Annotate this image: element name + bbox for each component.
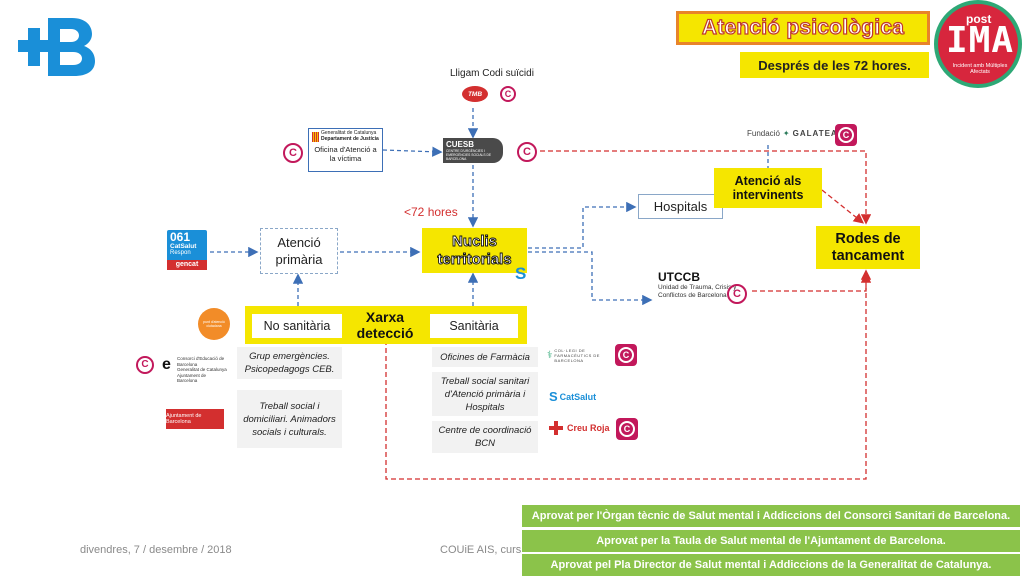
galatea-prefix: Fundació xyxy=(747,129,780,138)
badge-post-text: post xyxy=(966,12,992,26)
ajuntament-logo: Ajuntament de Barcelona xyxy=(166,409,224,429)
cuesb-logo-text: CUESB xyxy=(446,140,475,149)
edge-nuclis-utccb xyxy=(528,251,653,306)
cuesb-logo-subtext: CENTRE D'URGÈNCIES I EMERGÈNCIES SOCIALS… xyxy=(446,149,492,161)
creu-roja-text: Creu Roja xyxy=(567,423,610,433)
farmaceutics-text: COL·LEGI DE FARMACÈUTICS DE BARCELONA xyxy=(554,348,600,363)
pharmacy-cross-icon: ⚕ xyxy=(547,350,553,361)
c-logo-icon: C xyxy=(514,139,540,165)
brand-plus-b-logo xyxy=(18,18,95,76)
c-logo-icon: C xyxy=(724,281,750,307)
list-item: Treball social i domiciliari. Animadors … xyxy=(237,390,342,448)
utccb-logo: UTCCB Unidad de Trauma, Crisis y Conflic… xyxy=(658,270,738,300)
galatea-mark-icon: ✦ xyxy=(782,129,790,138)
red-cross-icon xyxy=(549,421,563,435)
edge-bottom-loop xyxy=(385,272,872,480)
atencio-intervinents-node: Atenció als intervinents xyxy=(714,168,822,208)
edge-intervinents-rodes xyxy=(821,189,865,224)
c-logo-icon: C xyxy=(835,124,857,146)
utccb-title: UTCCB xyxy=(658,270,700,284)
footer-date: divendres, 7 / desembre / 2018 xyxy=(80,544,232,556)
page-title: Atenció psicològica xyxy=(676,11,930,45)
list-item: Treball social sanitari d'Atenció primàr… xyxy=(432,372,538,416)
farmaceutics-logo: ⚕ COL·LEGI DE FARMACÈUTICS DE BARCELONA xyxy=(547,348,609,363)
061-gencat: gencat xyxy=(167,260,207,270)
edge-oficina-cuesb xyxy=(382,146,443,157)
utccb-subtitle: Unidad de Trauma, Crisis y Conflictos de… xyxy=(658,284,737,299)
rodes-tancament-node: Rodes de tancament xyxy=(816,226,920,269)
time-72h-label: <72 hores xyxy=(404,205,458,219)
page-subtitle: Després de les 72 hores. xyxy=(740,52,929,78)
c-logo-icon: C xyxy=(133,353,157,377)
edge-nuclis-hospitals xyxy=(528,201,637,249)
atencio-primaria-node: Atenció primària xyxy=(260,228,338,274)
ajuntament-text: Ajuntament de Barcelona xyxy=(166,413,202,425)
orange-logo-text: punt d'atenció ciutadana xyxy=(203,320,225,328)
creu-roja-logo: Creu Roja xyxy=(549,421,610,435)
consorci-e-icon: e xyxy=(162,356,171,373)
edge-utccb-rodes xyxy=(752,269,872,292)
codi-suicidi-label: Lligam Codi suïcidi xyxy=(450,68,534,79)
post-ima-badge: post IMA Incident amb Múltiples Afectats xyxy=(934,0,1022,88)
catsalut-s-icon: S xyxy=(515,264,527,283)
061-catsalut: CatSalut xyxy=(170,243,197,250)
list-item: Grup emergències. Psicopedagogs CEB. xyxy=(237,347,342,379)
tmb-logo-text: TMB xyxy=(467,90,483,98)
list-item: Oficines de Farmàcia xyxy=(432,347,538,367)
gencat-flag-icon xyxy=(312,131,319,142)
061-number: 061 xyxy=(170,230,191,244)
footer-course: COUiE AIS, curs xyxy=(440,544,522,556)
badge-ima-text: IMA xyxy=(946,20,1015,61)
galatea-logo: Fundació ✦ GALATEA xyxy=(747,129,838,138)
061-respon: Respon xyxy=(170,250,191,256)
c-logo-icon: C xyxy=(280,140,306,166)
page-title-text: Atenció psicològica xyxy=(701,15,905,39)
approval-bar: Aprovat per la Taula de Salut mental de … xyxy=(522,530,1020,552)
list-item: Centre de coordinació BCN xyxy=(432,421,538,453)
approval-bar: Aprovat pel Pla Director de Salut mental… xyxy=(522,554,1020,576)
badge-subtitle: Incident amb Múltiples Afectats xyxy=(952,63,1008,75)
catsalut-logo: S CatSalut xyxy=(549,389,596,404)
catsalut-s-icon: S xyxy=(549,389,558,404)
catsalut-text: CatSalut xyxy=(559,391,597,402)
no-sanitaria-node: No sanitària xyxy=(252,314,342,338)
sanitaria-node: Sanitària xyxy=(430,314,518,338)
galatea-name: GALATEA xyxy=(792,129,838,138)
approval-bar: Aprovat per l'Òrgan tècnic de Salut ment… xyxy=(522,505,1020,527)
xarxa-deteccio-label: Xarxa detecció xyxy=(356,309,414,341)
nuclis-territorials-node: Nuclis territorials xyxy=(422,228,527,273)
c-logo-icon: C xyxy=(497,83,519,105)
orange-service-logo: punt d'atenció ciutadana xyxy=(198,308,230,340)
c-logo-icon: C xyxy=(615,344,637,366)
cuesb-logo: CUESB CENTRE D'URGÈNCIES I EMERGÈNCIES S… xyxy=(443,138,503,163)
catsalut-061-logo: 061 CatSalut Respon gencat xyxy=(167,230,207,270)
hospitals-node: Hospitals xyxy=(638,194,723,219)
c-logo-icon: C xyxy=(616,418,638,440)
tmb-logo: TMB xyxy=(462,86,488,102)
edge-cuesb-rodes xyxy=(540,150,872,225)
oficina-label: Oficina d'Atenció a la víctima xyxy=(314,145,377,163)
